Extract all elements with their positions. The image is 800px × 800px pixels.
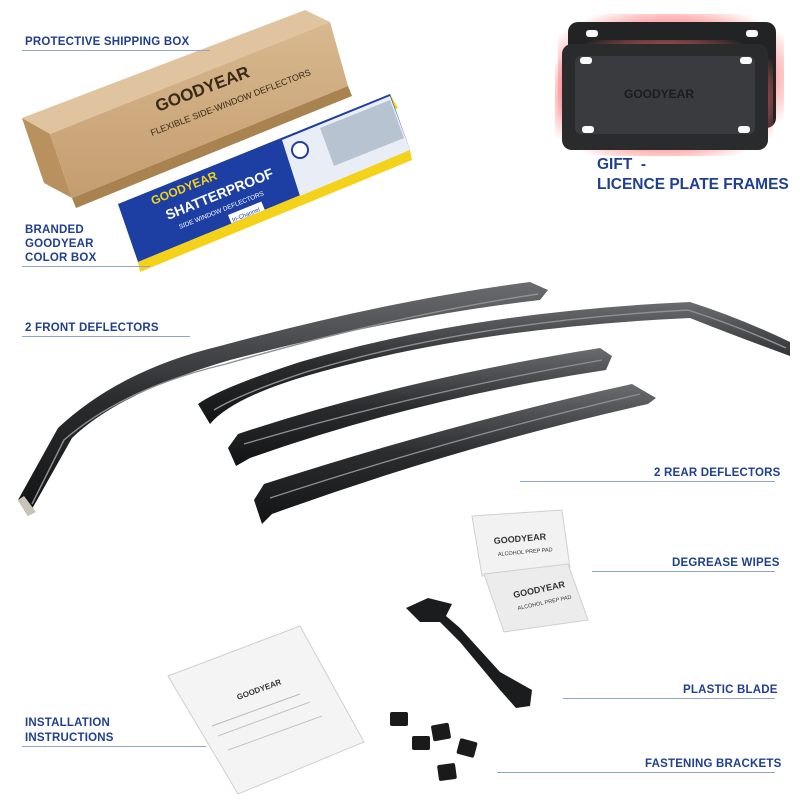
gift-title-line1: GIFT -	[597, 156, 647, 173]
instructions-brand: GOODYEAR	[236, 677, 283, 701]
rear-deflectors-rule	[520, 481, 775, 482]
rear-deflectors-callout: 2 REAR DEFLECTORS	[654, 467, 781, 479]
front-deflector-2	[198, 302, 790, 424]
shipping-box-subtitle: FLEXIBLE SIDE-WINDOW DEFLECTORS	[149, 67, 312, 138]
color-box-tag: In-Channel	[232, 207, 261, 224]
gift-title-line2: LICENCE PLATE FRAMES	[597, 176, 789, 193]
wipe-text-2: ALCOHOL PREP PAD	[517, 595, 572, 612]
color-box-brand: GOODYEAR	[149, 168, 219, 207]
shipping-box-brand: GOODYEAR	[153, 62, 252, 115]
installation-callout-line2: INSTRUCTIONS	[25, 732, 114, 744]
installation-rule	[22, 746, 206, 747]
wipe-brand-1: GOODYEAR	[493, 531, 547, 546]
wipe-brand-2: GOODYEAR	[512, 579, 566, 600]
plastic-blade	[406, 598, 532, 708]
rear-deflector-1	[228, 348, 612, 466]
plastic-blade-rule	[563, 698, 775, 699]
degrease-wipes-callout: DEGREASE WIPES	[672, 557, 780, 569]
color-box-subtitle: SIDE WINDOW DEFLECTORS	[178, 190, 266, 231]
front-deflector-1	[18, 282, 548, 516]
fastening-brackets-rule	[497, 772, 775, 773]
color-box-title: SHATTERPROOF	[163, 165, 276, 223]
installation-callout-line1: INSTALLATION	[25, 717, 111, 729]
front-deflectors-rule	[22, 336, 190, 337]
shipping-box-rule	[22, 50, 210, 51]
degrease-wipes: GOODYEAR ALCOHOL PREP PAD GOODYEAR ALCOH…	[471, 509, 589, 633]
licence-plate-frames: GOODYEAR	[555, 14, 784, 156]
degrease-wipes-rule	[592, 571, 775, 572]
color-box-callout-line3: COLOR BOX	[25, 252, 97, 264]
plastic-blade-callout: PLASTIC BLADE	[683, 684, 778, 696]
color-box-callout-line1: BRANDED	[25, 224, 84, 236]
color-box-callout-line2: GOODYEAR	[25, 238, 94, 250]
front-deflectors-callout: 2 FRONT DEFLECTORS	[25, 322, 159, 334]
rear-deflector-2	[254, 384, 656, 524]
shipping-box-callout: PROTECTIVE SHIPPING BOX	[25, 36, 190, 48]
wipe-text-1: ALCOHOL PREP PAD	[498, 547, 553, 558]
fastening-brackets	[390, 712, 478, 781]
color-box: GOODYEAR SHATTERPROOF SIDE WINDOW DEFLEC…	[118, 94, 412, 272]
fastening-brackets-callout: FASTENING BRACKETS	[645, 758, 782, 770]
color-box-rule	[22, 266, 150, 267]
plate-brand: GOODYEAR	[624, 87, 694, 101]
instructions-sheet: GOODYEAR	[167, 625, 365, 795]
